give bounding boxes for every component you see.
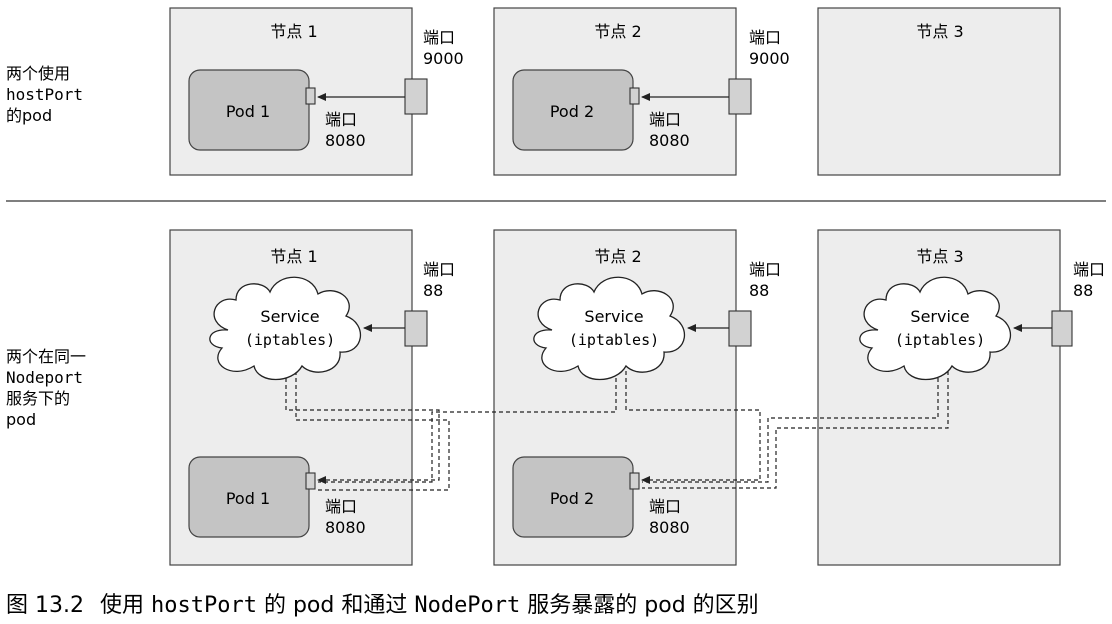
- node-port-label: 端口: [749, 28, 781, 47]
- top-side-label-line1: 两个使用: [6, 64, 70, 83]
- pod-label: Pod 2: [550, 102, 594, 121]
- caption-part-4: NodePort: [414, 593, 520, 618]
- pod-port-tab: [629, 87, 640, 105]
- node-port-label: 端口: [1073, 260, 1105, 279]
- node-box: [817, 7, 1061, 176]
- node-title: 节点 1: [270, 22, 317, 41]
- top-node-3: 节点 3: [817, 7, 1061, 176]
- caption-part-5: 服务暴露的 pod 的区别: [520, 593, 758, 618]
- node-title: 节点 2: [594, 247, 641, 266]
- top-node-2: 节点 2 Pod 2 端口 9000 端口 8080: [493, 7, 790, 176]
- route-svc2-to-pod2: [625, 371, 761, 484]
- route-svc3-to-pod2-b: [642, 371, 949, 489]
- pod-port-label: 端口: [649, 110, 681, 129]
- bottom-node-2: 节点 2 Service (iptables) 端口 88 Pod 2 端口 8…: [512, 247, 781, 538]
- caption-part-1: 使用: [100, 593, 151, 618]
- service-impl: (iptables): [895, 331, 985, 349]
- pod-port-tab: [629, 472, 640, 490]
- bottom-section: 两个在同一 Nodeport 服务下的 pod 节点 1 Service (ip…: [6, 229, 1105, 566]
- pod-port-value: 8080: [649, 131, 690, 150]
- caption-figure-no: 图 13.2: [6, 593, 84, 618]
- dashed-routing: [285, 371, 949, 491]
- pod-label: Pod 1: [226, 102, 270, 121]
- node-port-tab: [728, 310, 752, 347]
- node-port-tab: [728, 78, 752, 115]
- bottom-side-label-line2: Nodeport: [6, 368, 83, 387]
- node-port-value: 9000: [423, 49, 464, 68]
- caption-part-2: hostPort: [151, 593, 257, 618]
- pod-port-value: 8080: [325, 131, 366, 150]
- pod-port-value: 8080: [649, 518, 690, 537]
- figure-caption: 图 13.2 使用 hostPort 的 pod 和通过 NodePort 服务暴…: [6, 593, 759, 618]
- service-impl: (iptables): [569, 331, 659, 349]
- node-port-value: 88: [1073, 281, 1093, 300]
- top-side-label-line2: hostPort: [6, 85, 83, 104]
- route-svc1-to-pod1-b: [295, 371, 450, 491]
- bottom-side-label-line4: pod: [6, 410, 36, 429]
- bottom-node-3: 节点 3 Service (iptables) 端口 88: [859, 247, 1105, 381]
- node-title: 节点 1: [270, 247, 317, 266]
- pod-box: [512, 456, 634, 538]
- service-name: Service: [910, 307, 969, 326]
- node-port-label: 端口: [749, 260, 781, 279]
- node-port-label: 端口: [423, 28, 455, 47]
- pod-port-value: 8080: [325, 518, 366, 537]
- pod-label: Pod 2: [550, 489, 594, 508]
- bottom-node-1: 节点 1 Service (iptables) 端口 88 Pod 1 端口 8…: [188, 247, 455, 538]
- node-port-value: 88: [423, 281, 443, 300]
- top-node-1: 节点 1 Pod 1 端口 9000 端口 8080: [169, 7, 464, 176]
- pod-port-label: 端口: [649, 497, 681, 516]
- caption-part-3: 的 pod 和通过: [257, 593, 414, 618]
- node-port-tab: [1051, 310, 1073, 347]
- pod-port-label: 端口: [325, 110, 357, 129]
- node-port-value: 88: [749, 281, 769, 300]
- node-port-tab: [404, 78, 428, 115]
- route-svc2-to-pod1: [318, 371, 617, 483]
- node-title: 节点 3: [916, 247, 963, 266]
- pod-port-tab: [305, 472, 316, 490]
- pod-label: Pod 1: [226, 489, 270, 508]
- service-name: Service: [260, 307, 319, 326]
- node-port-label: 端口: [423, 260, 455, 279]
- bottom-side-label-line3: 服务下的: [6, 389, 70, 408]
- service-name: Service: [584, 307, 643, 326]
- pod-box: [188, 69, 310, 151]
- route-svc3-to-pod2: [642, 371, 939, 483]
- pod-port-label: 端口: [325, 497, 357, 516]
- node-title: 节点 2: [594, 22, 641, 41]
- node-port-value: 9000: [749, 49, 790, 68]
- top-side-label-line3: 的pod: [6, 106, 52, 125]
- pod-box: [512, 69, 634, 151]
- pod-box: [188, 456, 310, 538]
- top-section: 两个使用 hostPort 的pod 节点 1 Pod 1 端口 9000 端口…: [6, 7, 1061, 176]
- route-svc1-to-pod1: [285, 371, 440, 484]
- service-impl: (iptables): [245, 331, 335, 349]
- pod-port-tab: [305, 87, 316, 105]
- node-port-tab: [404, 310, 428, 347]
- bottom-side-label-line1: 两个在同一: [6, 347, 86, 366]
- node-title: 节点 3: [916, 22, 963, 41]
